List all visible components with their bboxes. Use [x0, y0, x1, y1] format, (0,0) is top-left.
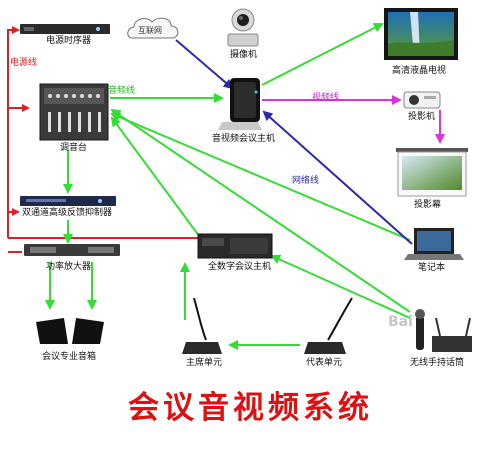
label-audio-wire: 音频线	[108, 86, 136, 96]
power-sequencer-device	[20, 24, 110, 34]
laptop-device	[404, 228, 464, 260]
audio-lines	[45, 23, 411, 350]
label-mixer: 调音台	[60, 143, 88, 153]
cloud-icon	[127, 17, 179, 39]
page-title: 会议音视频系统	[128, 390, 373, 426]
label-delegate-unit: 代表单元	[306, 358, 343, 368]
label-digital-conference-host: 全数字会议主机	[208, 262, 272, 272]
camera-device	[227, 8, 259, 47]
label-power-wire: 电源线	[10, 58, 38, 68]
label-wireless-mic: 无线手持话筒	[410, 358, 465, 368]
feedback-suppressor-device	[20, 196, 116, 206]
mixer-device	[39, 83, 109, 141]
label-hd-lcd-tv: 高清液晶电视	[392, 66, 447, 76]
label-camera: 摄像机	[230, 50, 258, 60]
watermark: Bai	[388, 314, 413, 330]
label-chairman-unit: 主席单元	[186, 358, 223, 368]
label-feedback-suppressor: 双通道高级反馈抑制器	[22, 208, 113, 218]
label-projector: 投影机	[408, 112, 436, 122]
network-lines	[175, 39, 413, 245]
projection-screen-device	[396, 148, 468, 197]
wireless-mic-device	[415, 309, 472, 352]
label-av-conference-host: 音视频会议主机	[212, 134, 276, 144]
av-conference-host-device	[218, 78, 262, 130]
chairman-mic-device	[182, 297, 222, 354]
digital-conference-host-device	[197, 233, 273, 259]
label-power-amplifier: 功率放大器	[46, 262, 92, 272]
power-amplifier-device	[24, 244, 120, 256]
power-lines	[7, 26, 200, 253]
delegate-mic-device	[304, 297, 353, 354]
label-video-wire: 视频线	[312, 93, 340, 103]
speaker-icon	[36, 318, 104, 344]
label-speakers: 会议专业音箱	[42, 352, 97, 362]
label-laptop: 笔记本	[418, 263, 446, 273]
label-internet: 互联网	[138, 26, 162, 35]
video-lines	[262, 95, 445, 144]
label-network-wire: 网络线	[292, 176, 320, 186]
label-power-sequencer: 电源时序器	[46, 36, 92, 46]
lcd-tv-device	[384, 8, 458, 60]
projector-device	[403, 91, 441, 109]
label-projection-screen: 投影幕	[414, 200, 442, 210]
